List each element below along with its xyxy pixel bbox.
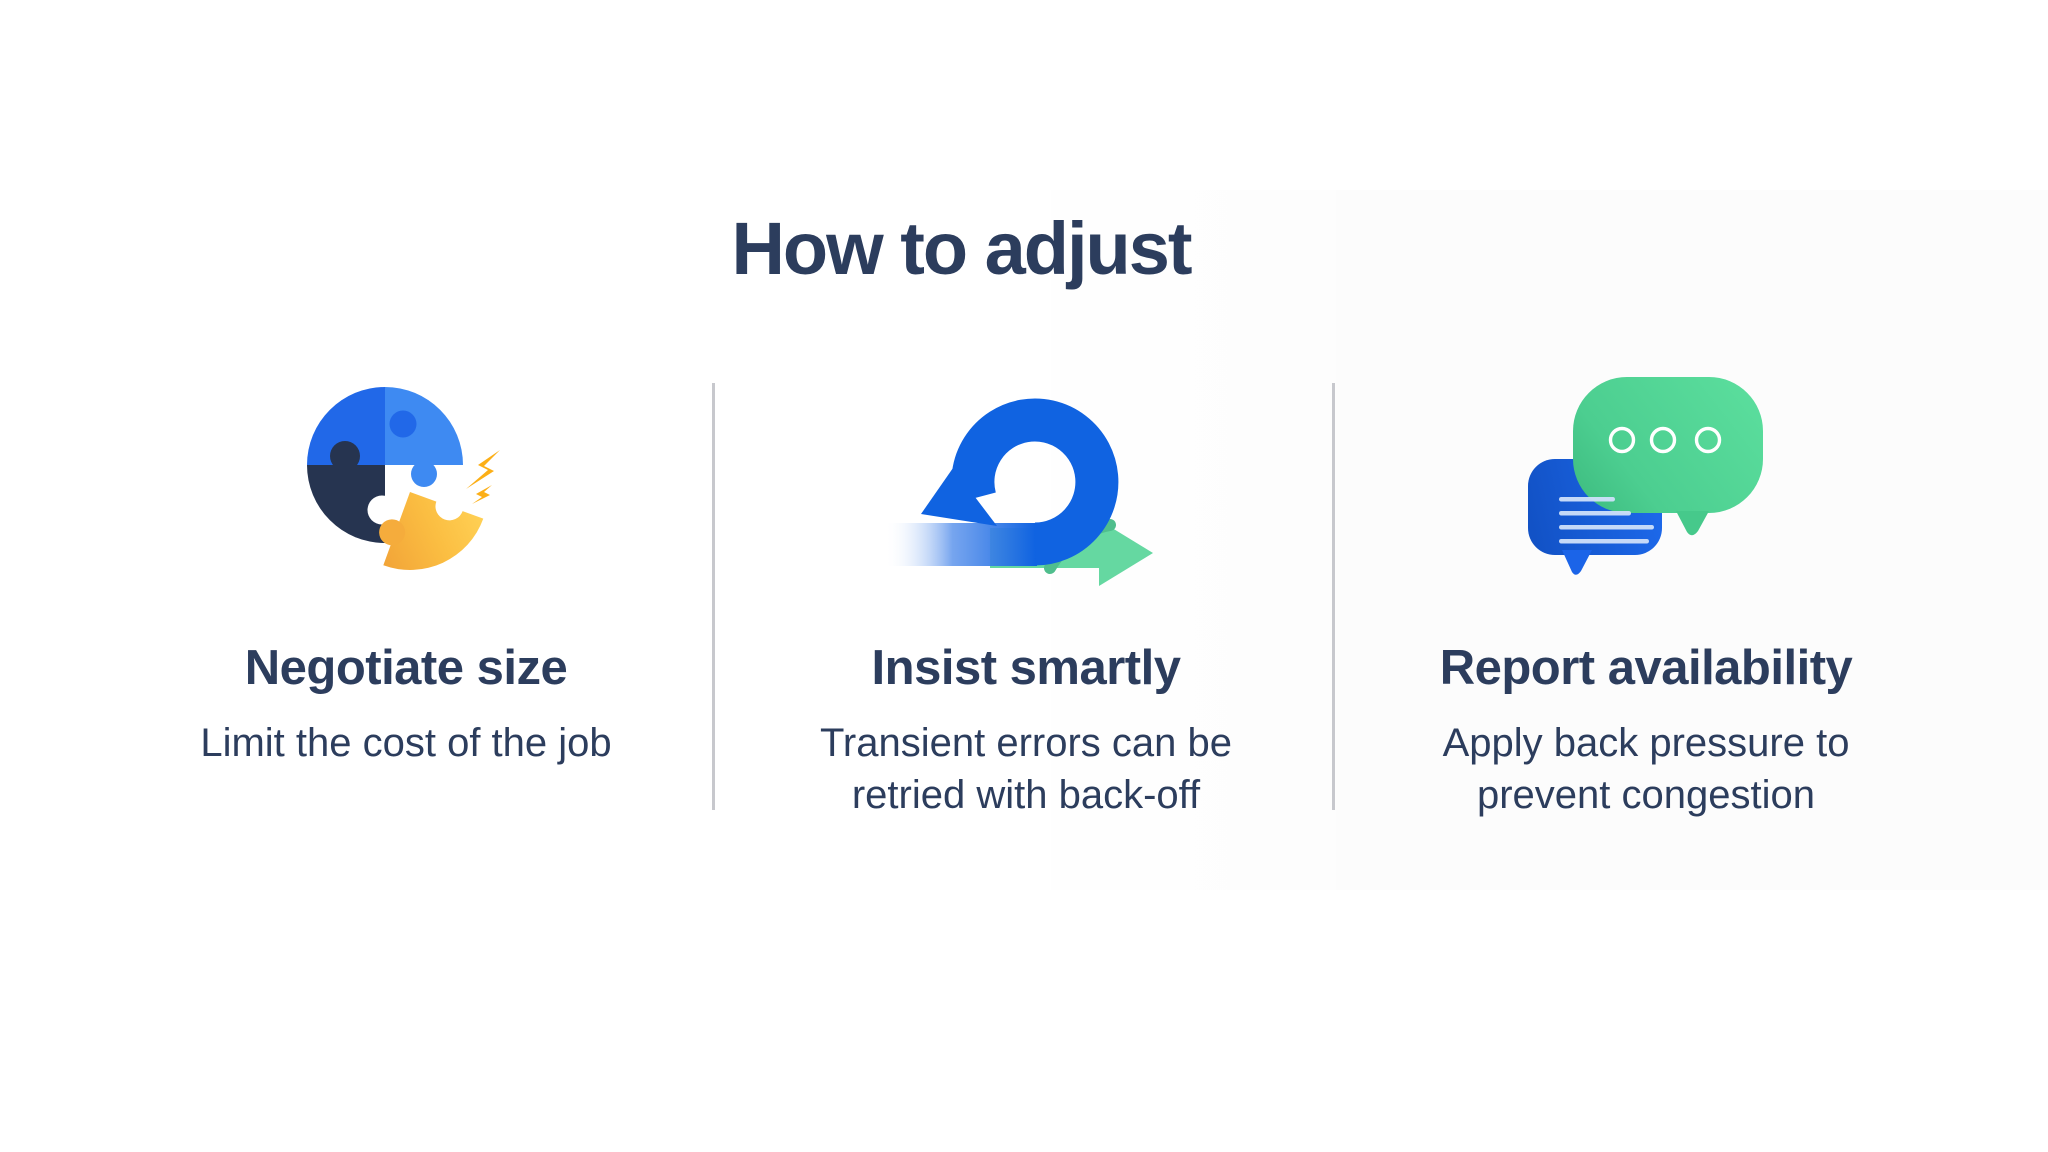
column-divider xyxy=(712,383,715,810)
card-heading: Negotiate size xyxy=(244,641,568,695)
chat-text-lines xyxy=(1559,497,1654,544)
chat-bubbles-icon xyxy=(1528,377,1763,575)
page-title: How to adjust xyxy=(731,206,1192,290)
column-divider xyxy=(1332,383,1335,810)
card-description: Transient errors can be retried with bac… xyxy=(819,721,1233,817)
column-report-availability: Report availability Apply back pressure … xyxy=(1336,0,1956,1152)
card-heading: Insist smartly xyxy=(871,641,1181,695)
lightning-spark xyxy=(472,485,492,504)
card-description: Limit the cost of the job xyxy=(200,721,612,765)
column-negotiate-size: Negotiate size Limit the cost of the job xyxy=(96,0,716,1152)
green-chat-bubble xyxy=(1573,377,1763,536)
lightning-bolt xyxy=(466,450,500,489)
puzzle-lightning-icon xyxy=(307,387,500,570)
card-description: Apply back pressure to prevent congestio… xyxy=(1442,721,1850,817)
card-heading: Report availability xyxy=(1439,641,1853,695)
column-insist-smartly: Insist smartly Transient errors can be r… xyxy=(716,0,1336,1152)
retry-loop-arrow-icon xyxy=(885,398,1153,586)
